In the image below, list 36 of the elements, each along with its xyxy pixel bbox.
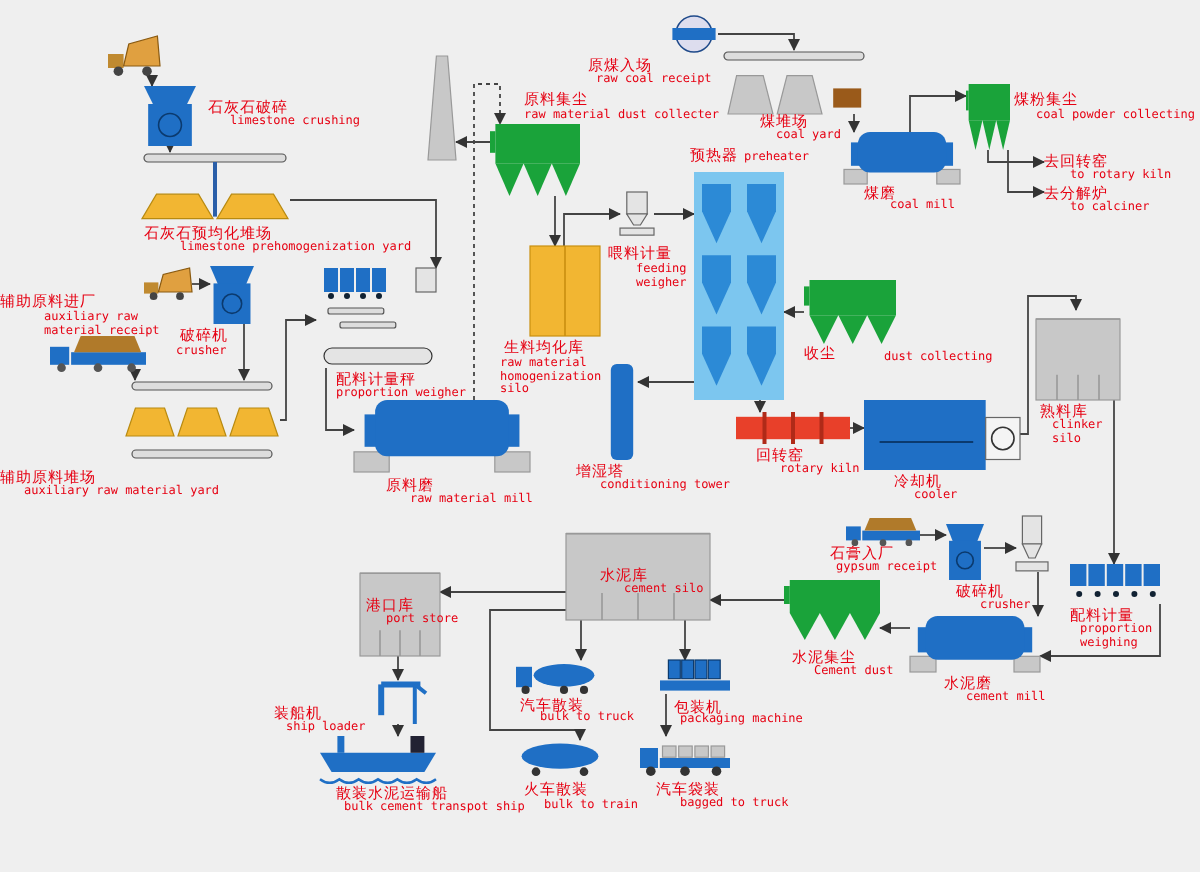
flow-arrow [848,113,860,133]
flow-arrow [325,367,355,436]
flow-arrow [1108,399,1120,565]
flow-arrow [679,619,691,661]
flow-arrow [754,399,766,413]
flow-arrow [637,376,695,388]
flow-arrow [783,306,805,318]
flow-arrow [909,90,967,133]
flow-arrow [238,323,250,381]
flow-arrow [455,136,491,148]
flow-arrow [653,208,695,220]
flow-arrow [660,693,672,737]
flow-arrow [563,208,621,247]
flow-arrow [489,609,586,741]
flow-arrow [146,75,158,87]
flow-arrow [709,594,785,606]
flow-arrow [1032,571,1044,617]
flow-arrow [879,622,911,634]
flow-arrow [473,83,506,401]
flow-arrow [549,195,561,247]
flow-arrow [717,33,800,51]
flow-arrow [279,314,317,421]
flow-arrow [849,422,865,434]
flow-arrow [392,655,404,681]
flow-arrow [191,278,211,290]
flow-arrow [439,586,567,598]
flow-arrow [987,149,1045,168]
flow-arrow [1007,149,1045,198]
flow-arrow [983,542,1017,554]
flow-arrow [1019,295,1082,435]
flow-arrow [919,529,947,541]
flow-arrow [392,723,404,737]
flow-arrow [1039,603,1161,662]
flow-arrow [129,369,141,381]
flow-arrow [164,141,176,153]
flow-arrow [575,619,587,661]
